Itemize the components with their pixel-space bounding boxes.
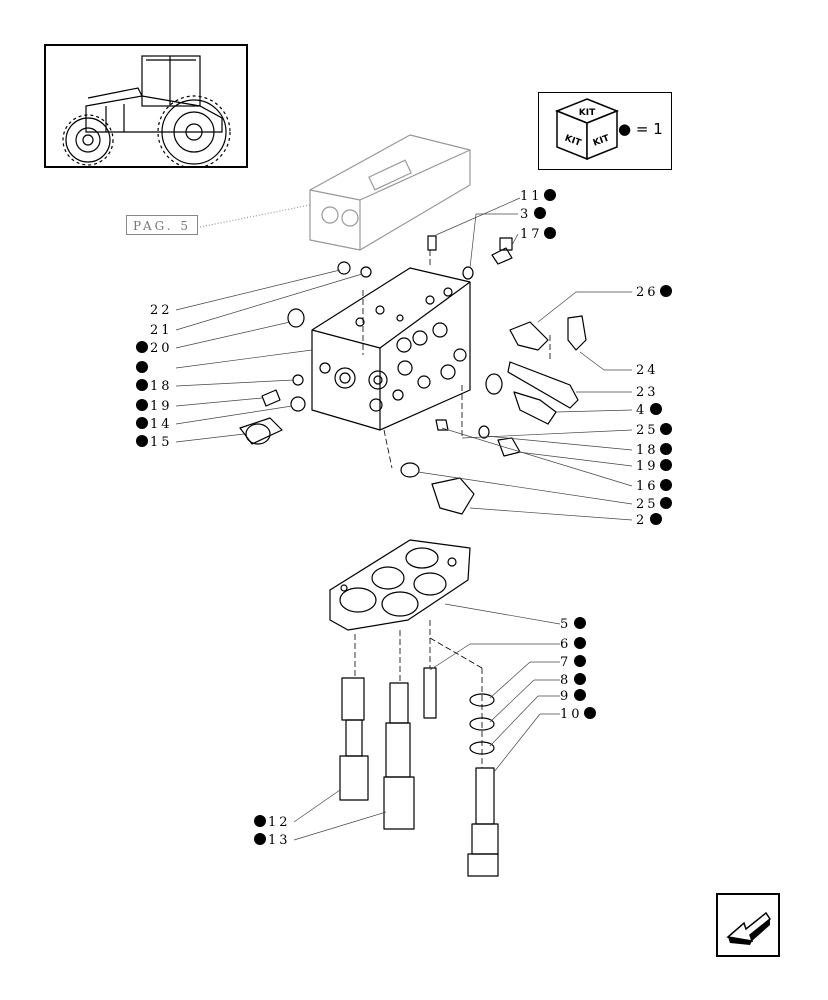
callout-right-number-7: 25 <box>636 423 659 438</box>
mounting-plate <box>329 539 471 631</box>
callouts-left: 22 21 20 18 19 14 15 12 13 <box>136 303 291 848</box>
main-valve-block <box>311 267 471 431</box>
callout-left-number-4: 18 <box>150 379 173 394</box>
callout-right-number-5: 23 <box>636 385 659 400</box>
callout-right-kit-dot-3 <box>660 285 672 297</box>
callout-right-number-3: 26 <box>636 285 659 300</box>
plug-2 <box>431 477 475 515</box>
callout-right-kit-dot-8 <box>660 443 672 455</box>
plug-part-11 <box>427 235 437 251</box>
callout-left-number-7: 15 <box>150 435 173 450</box>
callout-right-kit-dot-16 <box>574 673 586 685</box>
callout-right-number-13: 5 <box>560 617 571 632</box>
callout-right-kit-dot-11 <box>660 497 672 509</box>
sensor-26 <box>509 321 549 351</box>
kit-label-top: KIT <box>579 108 596 118</box>
callout-right-number-10: 16 <box>636 479 659 494</box>
callout-right-number-11: 25 <box>636 497 659 512</box>
page-reference-link[interactable]: PAG. 5 <box>126 215 198 235</box>
callout-left-number-1: 21 <box>150 323 173 338</box>
next-page-arrow-icon <box>726 911 772 945</box>
bolt-23 <box>507 361 579 409</box>
callout-left-kit-dot-8 <box>254 815 266 827</box>
ghost-block-reference <box>199 134 471 251</box>
callout-left-number-5: 19 <box>150 399 173 414</box>
callout-right-number-12: 2 <box>636 513 647 528</box>
kit-cube-icon <box>554 98 620 161</box>
callout-left-kit-dot-4 <box>136 379 148 391</box>
callout-left-number-9: 13 <box>268 833 291 848</box>
callout-right-kit-dot-2 <box>544 227 556 239</box>
callout-right-kit-dot-17 <box>574 689 586 701</box>
callout-left-number-6: 14 <box>150 417 173 432</box>
callout-right-kit-dot-10 <box>660 479 672 491</box>
callout-right-kit-dot-18 <box>584 707 596 719</box>
callout-right-kit-dot-13 <box>574 617 586 629</box>
tractor-thumbnail <box>44 44 248 169</box>
callout-right-number-9: 19 <box>636 459 659 474</box>
callout-left-kit-dot-5 <box>136 399 148 411</box>
callout-right-number-17: 9 <box>560 689 571 704</box>
kit-equals-text: ● = 1 <box>618 120 663 138</box>
valve-4 <box>513 391 557 425</box>
callout-right-number-4: 24 <box>636 363 659 378</box>
callout-left-kit-dot-2 <box>136 341 148 353</box>
cartridge-10 <box>467 767 499 877</box>
bolt-6 <box>423 667 437 719</box>
callout-right-kit-dot-0 <box>544 189 556 201</box>
callout-left-number-2: 20 <box>150 341 173 356</box>
sensor-24 <box>567 315 587 351</box>
callout-right-number-14: 6 <box>560 637 571 652</box>
callout-right-kit-dot-6 <box>650 403 662 415</box>
callout-right-number-0: 11 <box>520 189 543 204</box>
cartridge-13 <box>383 682 415 830</box>
callout-right-number-18: 10 <box>560 707 583 722</box>
callout-right-kit-dot-14 <box>574 637 586 649</box>
callout-right-number-6: 4 <box>636 403 647 418</box>
callout-right-number-15: 7 <box>560 655 571 670</box>
callout-left-kit-dot-3 <box>136 361 148 373</box>
next-page-button[interactable] <box>716 893 780 957</box>
kit-cube-labels: KIT KIT KIT <box>563 108 611 149</box>
callout-left-kit-dot-7 <box>136 435 148 447</box>
callout-right-number-8: 18 <box>636 443 659 458</box>
callout-right-number-1: 3 <box>520 207 531 222</box>
callout-right-number-16: 8 <box>560 673 571 688</box>
callout-right-kit-dot-1 <box>534 207 546 219</box>
tractor-icon <box>62 55 231 169</box>
callout-right-number-2: 17 <box>520 227 543 242</box>
cartridge-12 <box>339 677 369 801</box>
callout-right-kit-dot-7 <box>660 423 672 435</box>
kit-legend: KIT KIT KIT <box>538 92 672 170</box>
callout-right-kit-dot-12 <box>650 513 662 525</box>
callout-right-kit-dot-15 <box>574 655 586 667</box>
callout-left-kit-dot-6 <box>136 417 148 429</box>
callout-left-number-0: 22 <box>150 303 173 318</box>
callout-left-kit-dot-9 <box>254 833 266 845</box>
callout-left-number-8: 12 <box>268 815 291 830</box>
callout-right-kit-dot-9 <box>660 459 672 471</box>
